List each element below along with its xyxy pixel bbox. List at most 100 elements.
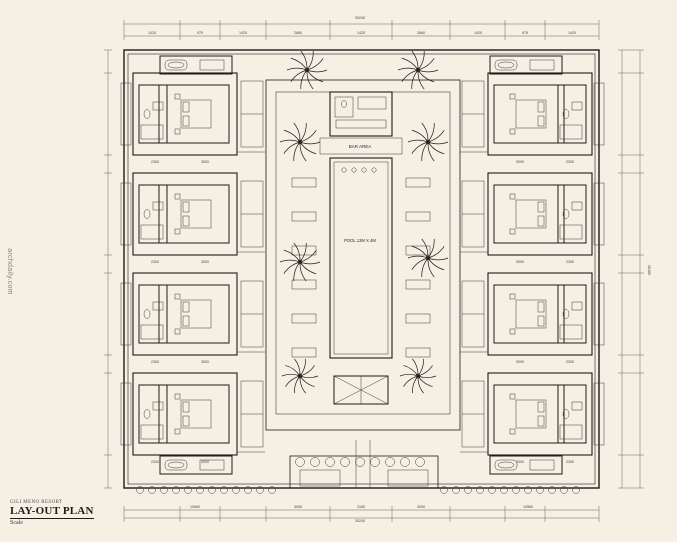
pillow [182,215,190,227]
dimension-lines [104,20,644,522]
shrub [560,486,568,494]
top-segment-dimension: 1420 [568,31,576,35]
palm-trunk [304,67,310,73]
bottom-segment-dimension: 10560 [523,505,533,509]
palm-tree [397,50,439,90]
palm-frond [285,375,301,387]
pool-light [371,167,377,173]
entrance-gate [289,455,439,489]
right-overall-dimension: 26480 [647,265,651,275]
pool-outline [329,157,393,359]
tub-unit [159,55,233,75]
nightstand [509,128,516,135]
bottom-segment-dimension: 3090 [294,505,302,509]
gatehouse-right [387,469,429,487]
palm-frond [411,257,429,270]
palm-frond [417,365,433,377]
pillow [537,101,545,113]
shrub [160,486,168,494]
bedroom-room [493,184,565,244]
sun-lounger-left [291,279,317,290]
palm-frond [417,358,424,377]
palm-frond [417,69,439,73]
terrace [120,182,132,246]
toilet [143,409,151,419]
basin [571,301,583,311]
bedroom-room [493,84,565,144]
pillow [537,115,545,127]
bar-building [329,91,393,137]
toilet [562,309,570,319]
shrub [355,457,365,467]
tub-unit [159,455,233,475]
nightstand [174,93,181,100]
palm-frond [411,141,429,154]
pillow [537,301,545,313]
bar-counter [357,96,387,110]
shrub [208,486,216,494]
room-width-dimension: 3000 [516,460,524,464]
nightstand [174,293,181,300]
bottom-segment-dimension: 3090 [417,505,425,509]
bathtub-basin [497,61,515,69]
sun-lounger-left [291,177,317,188]
shrub [400,457,410,467]
palm-trees [279,50,449,394]
bathtub [494,59,518,71]
shrub [524,486,532,494]
bedroom-room [493,284,565,344]
terrace [593,382,605,446]
palm-frond [299,141,321,145]
shrub [340,457,350,467]
bed [515,299,547,329]
palm-frond [299,375,319,379]
outer-boundary [123,49,600,489]
palm-frond [427,257,435,278]
villa-block [487,172,593,256]
bed [180,199,212,229]
basin [152,301,164,311]
palm-frond [299,122,307,143]
palm-frond [399,373,419,377]
villa-block [132,372,238,456]
shrub [148,486,156,494]
shrub [415,457,425,467]
palm-frond [294,375,301,394]
shower [559,424,583,440]
palm-frond [299,261,321,265]
palm-trunk [297,373,303,379]
palm-frond [286,67,308,71]
palm-trunk [415,67,421,73]
palm-tree [286,50,328,90]
bar-shelf [335,119,387,129]
villa-block [132,272,238,356]
sun-lounger-left [291,211,317,222]
palm-trunk [297,139,303,145]
bathroom-room [557,284,587,344]
palm-frond [421,122,429,143]
bedroom-room [158,184,230,244]
tub-counter [529,59,555,71]
bed [515,99,547,129]
room-width-dimension: 2300 [566,360,574,364]
palm-frond [293,122,301,143]
palm-frond [283,141,301,154]
bathroom-room [138,184,168,244]
palm-frond [427,141,449,145]
terrace [593,282,605,346]
bedroom-room [158,284,230,344]
palm-frond [300,69,308,90]
bathroom-room [557,384,587,444]
palm-frond [299,141,307,162]
palm-frond [285,365,301,377]
tub-unit [489,455,563,475]
nightstand [174,128,181,135]
palm-frond [427,141,435,162]
toilet [143,309,151,319]
palm-tree [407,122,449,162]
basin [571,101,583,111]
shrub [196,486,204,494]
shrub [172,486,180,494]
shrub [512,486,520,494]
terrace [593,82,605,146]
